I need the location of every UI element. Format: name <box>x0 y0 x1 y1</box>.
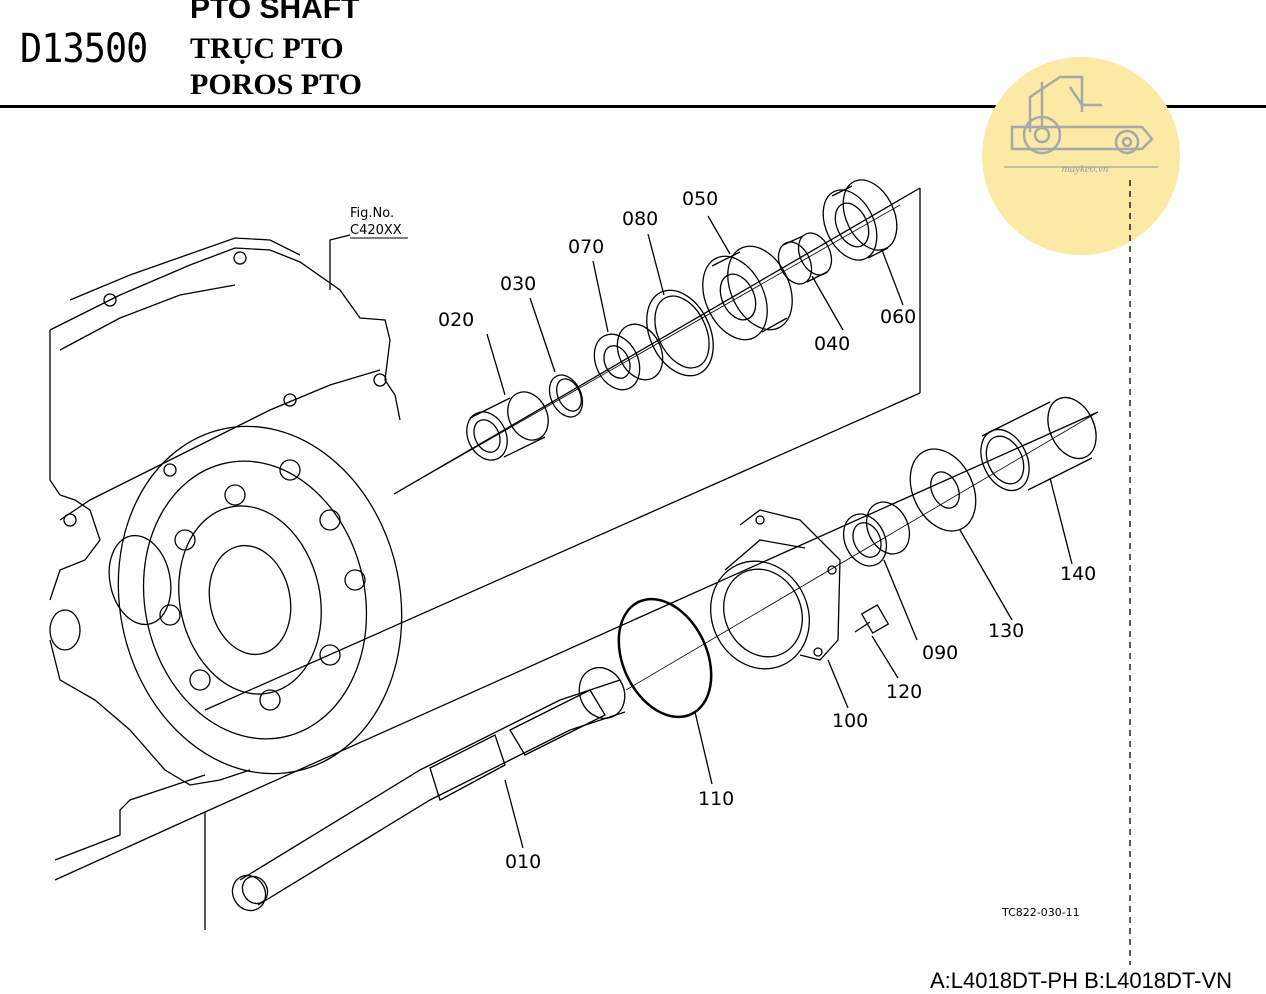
part-100-pto-cover <box>710 509 841 670</box>
title-vietnamese: TRỤC PTO <box>190 32 344 65</box>
header-rule <box>0 105 1266 108</box>
frame-line <box>204 392 921 711</box>
part-label-060: 070 <box>568 236 604 258</box>
part-label-040: 040 <box>814 333 850 355</box>
part-090-oil-seal <box>842 501 911 567</box>
part-label-030: 030 <box>500 273 536 295</box>
part-label-120: 120 <box>886 681 922 703</box>
logo-watermark-text: maykeo.vn <box>1061 163 1109 175</box>
part-label-080: 060 <box>880 306 916 328</box>
part-040-collar <box>777 232 833 285</box>
part-label-050: 050 <box>682 188 718 210</box>
transmission-housing <box>49 234 403 881</box>
part-020-bushing <box>466 391 549 461</box>
part-010-pto-shaft <box>231 667 626 912</box>
part-label-020: 020 <box>438 309 474 331</box>
frame-line <box>393 187 921 495</box>
title-english: PTO SHAFT <box>190 0 360 25</box>
frame-line <box>204 411 1099 813</box>
fig-no-code: C420XX <box>350 223 402 238</box>
section-code: D13500 <box>20 26 148 72</box>
model-applicability: A:L4018DT-PH B:L4018DT-VN <box>930 968 1233 993</box>
part-label-140: 140 <box>1060 563 1096 585</box>
tractor-icon <box>1004 75 1158 168</box>
part-label-010: 010 <box>505 851 541 873</box>
maykeo-logo <box>982 57 1180 255</box>
title-indonesian: POROS PTO <box>190 68 362 101</box>
part-label-070: 080 <box>622 208 658 230</box>
part-label-130: 130 <box>988 620 1024 642</box>
part-050-ball-bearing <box>702 245 793 341</box>
fig-no-label: Fig.No. <box>350 206 394 221</box>
part-140-sleeve <box>980 396 1097 492</box>
fig-leader <box>329 234 351 290</box>
part-070-circlip <box>646 289 714 377</box>
part-label-110: 110 <box>698 788 734 810</box>
part-110-o-ring <box>617 597 713 719</box>
part-label-100: 100 <box>832 710 868 732</box>
part-060-oil-seal <box>593 323 664 391</box>
drawing-code: TC822-030-11 <box>1002 906 1080 919</box>
part-120-bolt <box>854 604 890 634</box>
part-label-090: 090 <box>922 642 958 664</box>
part-080-oil-seal <box>822 179 898 261</box>
part-130-thrust-washer <box>909 448 977 532</box>
